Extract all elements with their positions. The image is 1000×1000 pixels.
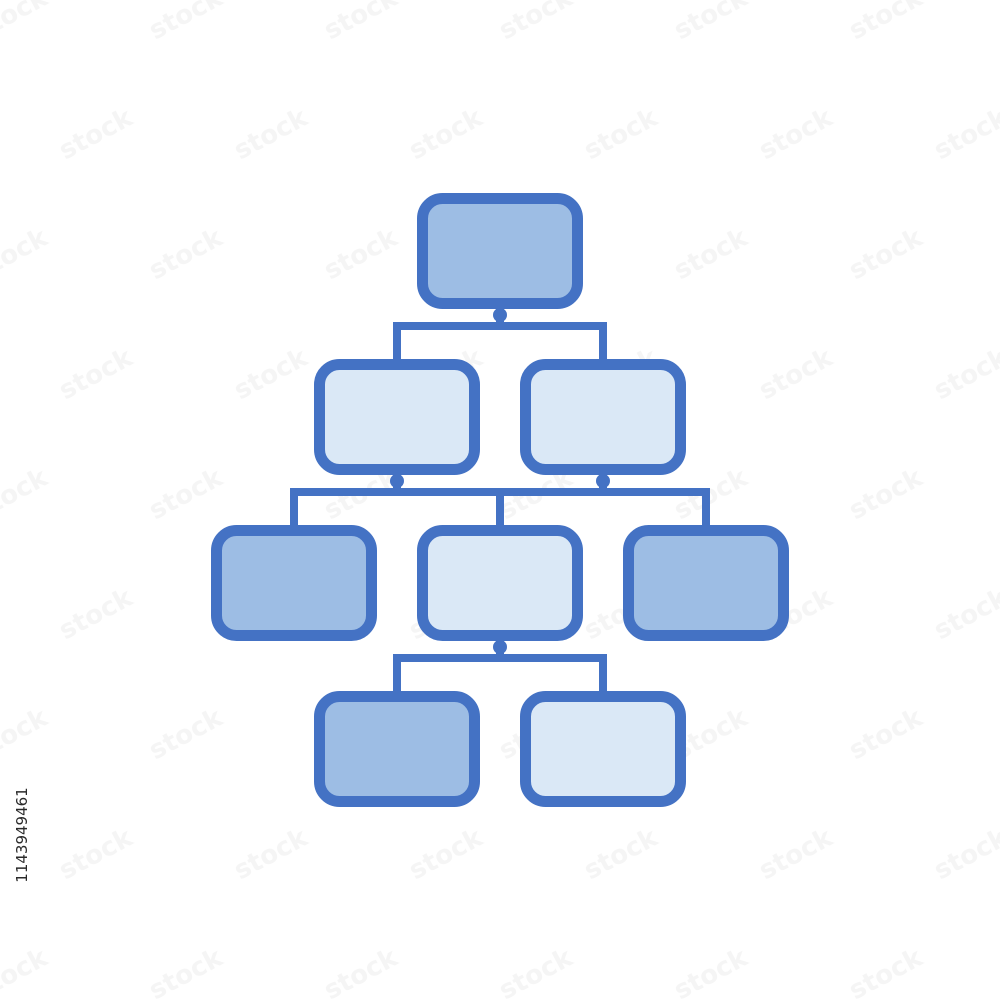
watermark-text: stock bbox=[754, 103, 838, 167]
connector-joint bbox=[493, 308, 507, 322]
watermark-text: stock bbox=[754, 823, 838, 887]
watermark-text: stock bbox=[144, 703, 228, 767]
watermark-text: stock bbox=[844, 943, 928, 1000]
watermark-text: stock bbox=[929, 103, 1000, 167]
node-box-n7 bbox=[314, 691, 480, 807]
node-box-n2 bbox=[314, 359, 480, 475]
node-box-n6 bbox=[623, 525, 789, 641]
watermark-text: stock bbox=[404, 823, 488, 887]
watermark-text: stock bbox=[669, 943, 753, 1000]
watermark-text: stock bbox=[844, 0, 928, 46]
connector-lines bbox=[290, 305, 710, 695]
node-box-n8 bbox=[520, 691, 686, 807]
node-box-n3 bbox=[520, 359, 686, 475]
watermark-text: stock bbox=[54, 343, 138, 407]
watermark-text: stock bbox=[844, 703, 928, 767]
stock-id-text: 1143949461 bbox=[13, 787, 31, 883]
watermark-text: stock bbox=[579, 103, 663, 167]
watermark-text: stock bbox=[319, 0, 403, 46]
watermark-text: stock bbox=[144, 0, 228, 46]
stock-id-label: 1143949461 bbox=[2, 760, 42, 910]
watermark-text: stock bbox=[929, 583, 1000, 647]
watermark-text: stock bbox=[0, 0, 53, 46]
node-box-n1 bbox=[417, 193, 583, 309]
watermark-text: stock bbox=[0, 943, 53, 1000]
watermark-text: stock bbox=[144, 943, 228, 1000]
watermark-text: stock bbox=[144, 223, 228, 287]
watermark-text: stock bbox=[669, 0, 753, 46]
watermark-text: stock bbox=[404, 103, 488, 167]
node-box-n5 bbox=[417, 525, 583, 641]
watermark-text: stock bbox=[319, 223, 403, 287]
watermark-text: stock bbox=[319, 943, 403, 1000]
watermark-text: stock bbox=[844, 223, 928, 287]
watermark-text: stock bbox=[229, 343, 313, 407]
watermark-text: stock bbox=[494, 943, 578, 1000]
connector-joint bbox=[390, 474, 404, 488]
watermark-text: stock bbox=[54, 823, 138, 887]
connector-joint bbox=[596, 474, 610, 488]
watermark-text: stock bbox=[144, 463, 228, 527]
node-boxes bbox=[211, 193, 789, 807]
connector-joint bbox=[493, 640, 507, 654]
watermark-text: stock bbox=[0, 463, 53, 527]
node-box-n4 bbox=[211, 525, 377, 641]
watermark-text: stock bbox=[54, 583, 138, 647]
watermark-text: stock bbox=[229, 103, 313, 167]
watermark-text: stock bbox=[0, 703, 53, 767]
watermark-text: stock bbox=[669, 223, 753, 287]
watermark-text: stock bbox=[0, 223, 53, 287]
watermark-text: stock bbox=[54, 103, 138, 167]
watermark-text: stock bbox=[929, 343, 1000, 407]
watermark-text: stock bbox=[229, 823, 313, 887]
watermark-text: stock bbox=[494, 0, 578, 46]
watermark-text: stock bbox=[844, 463, 928, 527]
watermark-text: stock bbox=[754, 343, 838, 407]
watermark-text: stock bbox=[579, 823, 663, 887]
watermark-text: stock bbox=[929, 823, 1000, 887]
